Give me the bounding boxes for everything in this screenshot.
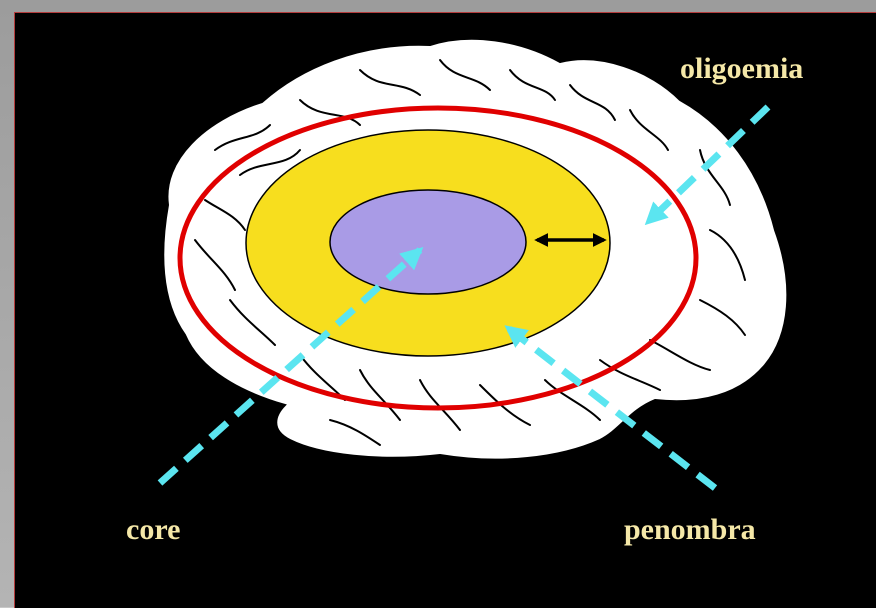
core-label: core — [126, 513, 180, 547]
core-region — [330, 190, 526, 294]
oligoemia-label: oligoemia — [680, 52, 803, 86]
penombra-label: penombra — [624, 513, 756, 547]
